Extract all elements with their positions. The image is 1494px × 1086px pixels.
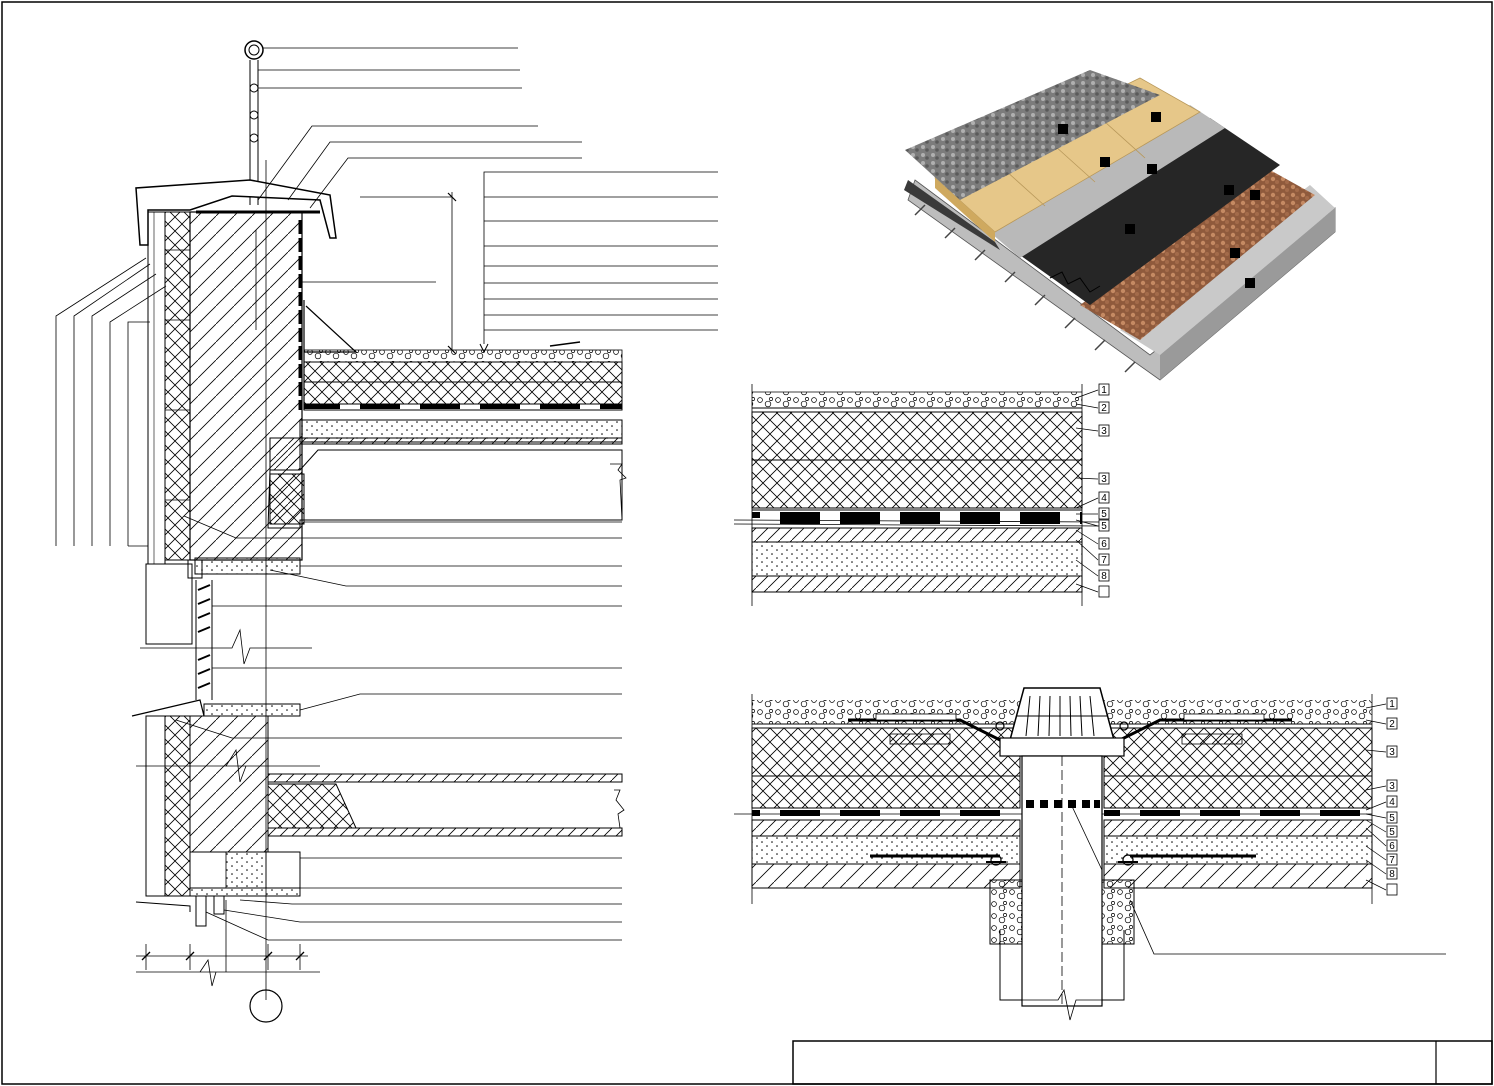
legend-number: 3 xyxy=(1389,781,1395,792)
legend-number: 6 xyxy=(1101,539,1107,550)
section-gravel xyxy=(752,392,1082,408)
legend-box xyxy=(1386,779,1398,792)
roof-insulation-upper xyxy=(303,361,623,383)
legend-box xyxy=(1098,537,1110,550)
legend-box xyxy=(1386,867,1398,880)
legend-box xyxy=(1098,519,1110,532)
legend-number: 5 xyxy=(1101,521,1107,532)
legend-number: 4 xyxy=(1101,493,1107,504)
legend-box xyxy=(1386,825,1398,838)
legend-box xyxy=(1386,853,1398,866)
legend-number: 6 xyxy=(1389,841,1395,852)
bitumen-membrane xyxy=(1010,118,1280,305)
separation-sheet xyxy=(985,105,1225,258)
section-slab xyxy=(751,575,1083,593)
legend-number: 5 xyxy=(1389,827,1395,838)
roof-insulation-lower xyxy=(303,381,623,405)
facade-cladding xyxy=(147,211,166,565)
legend-number: 7 xyxy=(1389,855,1395,866)
legend-number: 5 xyxy=(1389,813,1395,824)
roof-drain-section xyxy=(734,687,1446,1021)
legend-number: 5 xyxy=(1101,509,1107,520)
section-legend: 1 2 3 3 4 55 6 7 8 xyxy=(1098,383,1110,598)
legend-box xyxy=(1386,697,1398,710)
legend-box xyxy=(1386,745,1398,758)
legend-box xyxy=(1098,507,1110,520)
facade-insulation xyxy=(164,211,191,561)
legend-box xyxy=(1098,383,1110,396)
gravel-ballast xyxy=(905,70,1160,200)
legend-number: 2 xyxy=(1389,719,1395,730)
roof-layer-section xyxy=(733,384,1101,606)
legend-box xyxy=(1098,585,1110,598)
legend-box xyxy=(1098,424,1110,437)
legend-number: 8 xyxy=(1101,571,1107,582)
clay-aggregate-layer xyxy=(1080,170,1315,340)
legend-number: 1 xyxy=(1389,699,1395,710)
concrete-slab xyxy=(299,419,623,443)
legend-number: 7 xyxy=(1101,555,1107,566)
legend-number: 3 xyxy=(1101,474,1107,485)
legend-number: 1 xyxy=(1101,385,1107,396)
legend-box xyxy=(1386,717,1398,730)
legend-box xyxy=(1386,795,1398,808)
legend-box xyxy=(1386,883,1398,896)
section-slope-screed xyxy=(751,527,1083,543)
lightning-rod-tip xyxy=(244,40,264,60)
legend-box xyxy=(1098,569,1110,582)
section-insulation-1 xyxy=(751,411,1083,461)
parapet-section xyxy=(55,40,718,1023)
axis-marker xyxy=(249,989,283,1023)
roof-3d-cutaway xyxy=(904,70,1336,381)
legend-box xyxy=(1386,839,1398,852)
legend-number: 8 xyxy=(1389,869,1395,880)
legend-box xyxy=(1098,401,1110,414)
title-block xyxy=(792,1040,1493,1085)
section-insulation-2 xyxy=(751,459,1083,509)
drain-pipe xyxy=(1021,755,1103,1007)
legend-box xyxy=(1098,553,1110,566)
legend-number: 4 xyxy=(1389,797,1395,808)
legend-number: 3 xyxy=(1101,426,1107,437)
legend-number: 3 xyxy=(1389,747,1395,758)
legend-box xyxy=(1098,491,1110,504)
drain-grating-dome xyxy=(1009,687,1115,741)
legend-number: 2 xyxy=(1101,403,1107,414)
legend-box xyxy=(1386,811,1398,824)
drain-legend: 1 2 3 3 4 5 5 6 7 8 xyxy=(1386,697,1398,896)
section-concrete xyxy=(751,541,1083,577)
legend-box xyxy=(1098,472,1110,485)
